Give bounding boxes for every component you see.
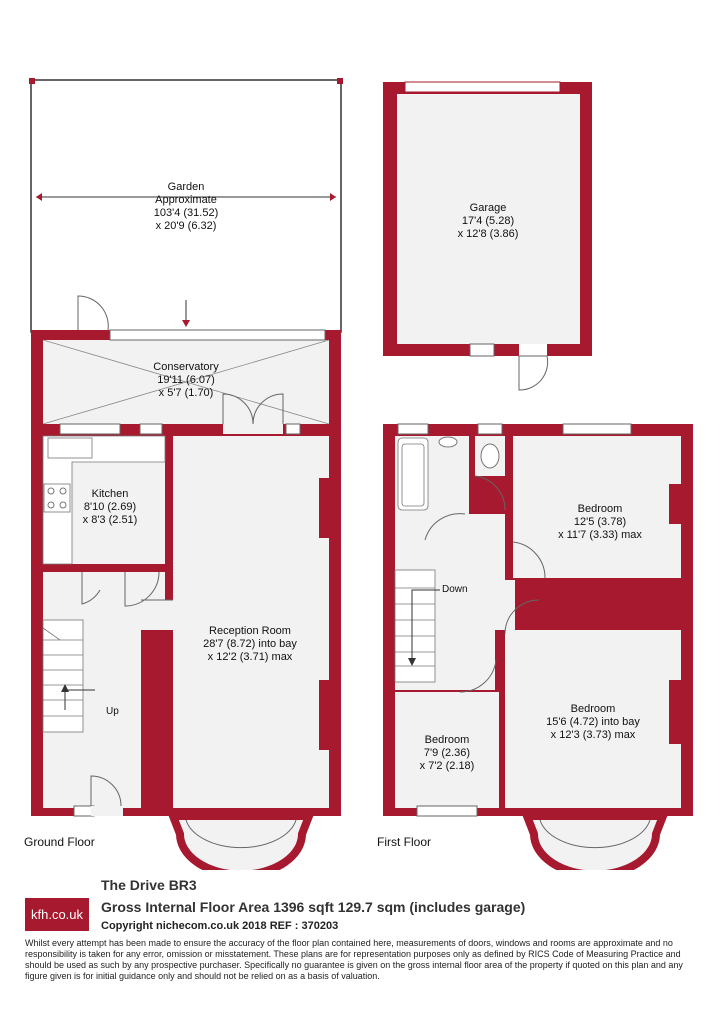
kitchen-dim2: x 8'3 (2.51) — [82, 514, 138, 526]
conservatory-dim1: 19'11 (6.07) — [157, 374, 215, 386]
reception-name: Reception Room — [209, 625, 291, 637]
bedroom1-name: Bedroom — [577, 503, 623, 515]
kitchen-name: Kitchen — [91, 488, 129, 500]
garage-dim1: 17'4 (5.28) — [461, 215, 515, 227]
conservatory-name: Conservatory — [153, 361, 219, 373]
kfh-logo: kfh.co.uk — [25, 898, 89, 931]
bedroom1-dim1: 12'5 (3.78) — [573, 516, 627, 528]
garden-note: Approximate — [155, 194, 217, 206]
reception-dim2: x 12'2 (3.71) max — [207, 651, 293, 663]
floor-plan-drawing — [29, 78, 693, 870]
bedroom1-dim2: x 11'7 (3.33) max — [558, 529, 642, 541]
ground-floor-plan — [31, 295, 341, 870]
garden-dim1: 103'4 (31.52) — [153, 207, 219, 219]
garden-name: Garden — [167, 181, 205, 193]
conservatory-dim2: x 5'7 (1.70) — [158, 387, 214, 399]
bedroom2-label: Bedroom 15'6 (4.72) into bay x 12'3 (3.7… — [513, 703, 673, 742]
bedroom2-dim2: x 12'3 (3.73) max — [550, 729, 636, 741]
disclaimer: Whilst every attempt has been made to en… — [25, 938, 683, 981]
garage-label: Garage 17'4 (5.28) x 12'8 (3.86) — [408, 202, 568, 241]
bedroom2-dim1: 15'6 (4.72) into bay — [546, 716, 640, 728]
first-floor-plan — [383, 423, 693, 870]
stairs-down-label: Down — [442, 584, 468, 595]
kitchen-dim1: 8'10 (2.69) — [83, 501, 137, 513]
bedroom3-dim2: x 7'2 (2.18) — [419, 760, 475, 772]
garage-dim2: x 12'8 (3.86) — [457, 228, 519, 240]
first-floor-label: First Floor — [377, 835, 431, 849]
gross-area: Gross Internal Floor Area 1396 sqft 129.… — [101, 899, 526, 915]
garden-label: Garden Approximate 103'4 (31.52) x 20'9 … — [106, 181, 266, 233]
bedroom3-label: Bedroom 7'9 (2.36) x 7'2 (2.18) — [397, 734, 497, 773]
garage-name: Garage — [469, 202, 507, 214]
ground-floor-label: Ground Floor — [24, 835, 95, 849]
garage-plan — [383, 81, 592, 391]
bedroom2-name: Bedroom — [570, 703, 616, 715]
logo-text: kfh.co.uk — [30, 907, 84, 922]
stairs-up-label: Up — [106, 706, 119, 717]
reception-label: Reception Room 28'7 (8.72) into bay x 12… — [170, 625, 330, 664]
reception-dim1: 28'7 (8.72) into bay — [203, 638, 297, 650]
bedroom3-name: Bedroom — [424, 734, 470, 746]
property-address: The Drive BR3 — [101, 877, 197, 893]
garden-area — [29, 78, 343, 333]
bedroom3-dim1: 7'9 (2.36) — [423, 747, 471, 759]
copyright: Copyright nichecom.co.uk 2018 REF : 3702… — [101, 920, 339, 932]
garden-dim2: x 20'9 (6.32) — [155, 220, 217, 232]
kitchen-label: Kitchen 8'10 (2.69) x 8'3 (2.51) — [70, 488, 150, 527]
conservatory-label: Conservatory 19'11 (6.07) x 5'7 (1.70) — [106, 361, 266, 400]
bedroom1-label: Bedroom 12'5 (3.78) x 11'7 (3.33) max — [520, 503, 680, 542]
